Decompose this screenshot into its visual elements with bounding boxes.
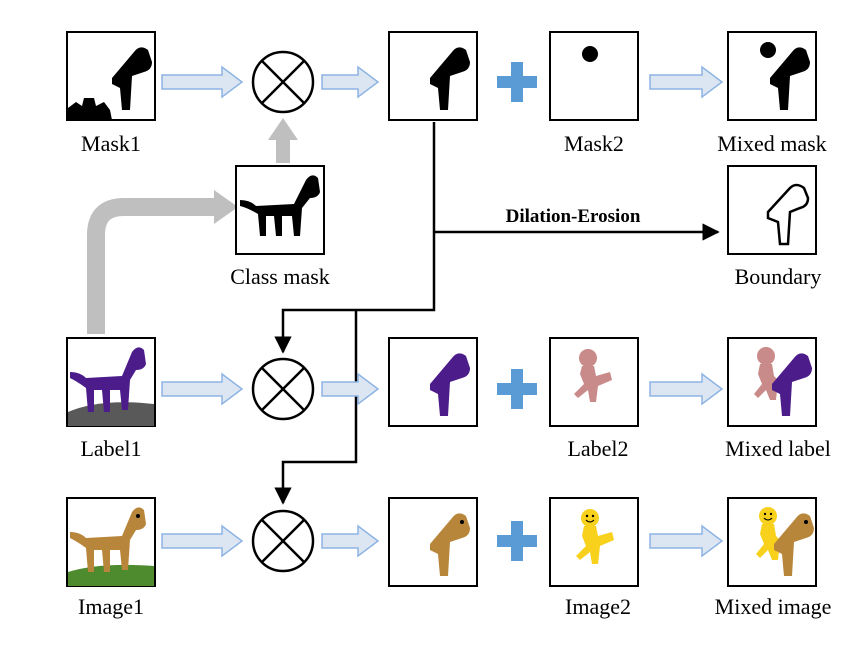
arrow-multiply-to-masked — [321, 65, 380, 99]
masked-label-thumbnail — [388, 337, 478, 427]
arrow-image2-to-mixed — [649, 524, 724, 558]
arrow-label2-to-mixed — [649, 372, 724, 406]
plus-operator-mask — [497, 62, 537, 102]
label1-label: Label1 — [80, 436, 141, 461]
arrow-label1-to-multiply — [161, 372, 244, 406]
mixed-image-label: Mixed image — [715, 594, 832, 619]
label2-label: Label2 — [567, 436, 628, 461]
dilation-erosion-label: Dilation-Erosion — [506, 206, 641, 227]
masked-image-thumbnail — [388, 497, 478, 587]
image1-label: Image1 — [78, 594, 144, 619]
image1-thumbnail — [66, 497, 156, 587]
arrow-multiply-to-masked-image — [321, 524, 380, 558]
multiply-operator-image — [251, 509, 315, 573]
arrow-mask1-to-multiply — [161, 65, 244, 99]
mask2-label: Mask2 — [564, 131, 624, 156]
label1-thumbnail — [66, 337, 156, 427]
plus-operator-label — [497, 369, 537, 409]
image2-thumbnail — [549, 497, 639, 587]
mixed-label-thumbnail — [727, 337, 817, 427]
arrow-image1-to-multiply — [161, 524, 244, 558]
mask1-label: Mask1 — [81, 131, 141, 156]
boundary-thumbnail — [727, 165, 817, 255]
class-mask-thumbnail — [235, 165, 325, 255]
label2-thumbnail — [549, 337, 639, 427]
mask1-thumbnail — [66, 31, 156, 121]
arrow-multiply-to-masked-label — [321, 372, 380, 406]
multiply-operator-mask — [251, 50, 315, 114]
arrow-mask2-to-mixed — [649, 65, 724, 99]
connector-lines — [274, 122, 720, 505]
mask2-thumbnail — [549, 31, 639, 121]
class-mask-label: Class mask — [230, 264, 330, 289]
mixed-label-label: Mixed label — [725, 436, 831, 461]
mixed-mask-label: Mixed mask — [717, 131, 826, 156]
blue-arrows — [161, 65, 724, 558]
mixed-mask-thumbnail — [727, 31, 817, 121]
mixed-image-thumbnail — [727, 497, 817, 587]
line-to-label-multiply — [274, 122, 436, 354]
image2-label: Image2 — [565, 594, 631, 619]
plus-operator-image — [497, 521, 537, 561]
boundary-label: Boundary — [735, 264, 822, 289]
gray-arrow-class-to-multiply — [268, 118, 298, 163]
multiply-operator-label — [251, 357, 315, 421]
masked-region-thumbnail — [388, 31, 478, 121]
gray-arrow-label-to-class — [87, 190, 238, 334]
